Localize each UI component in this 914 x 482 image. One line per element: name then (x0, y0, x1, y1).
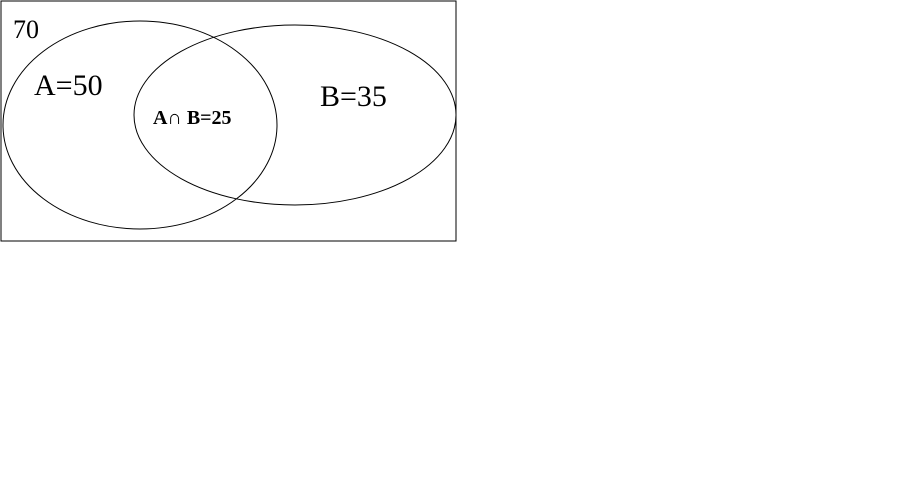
universal-set-label: 70 (13, 15, 39, 44)
set-a-label: A=50 (34, 69, 103, 102)
set-b-ellipse (133, 24, 457, 206)
intersection-label: A∩ B=25 (153, 107, 232, 129)
set-a-ellipse (2, 20, 278, 230)
set-b-label: B=35 (320, 80, 387, 113)
